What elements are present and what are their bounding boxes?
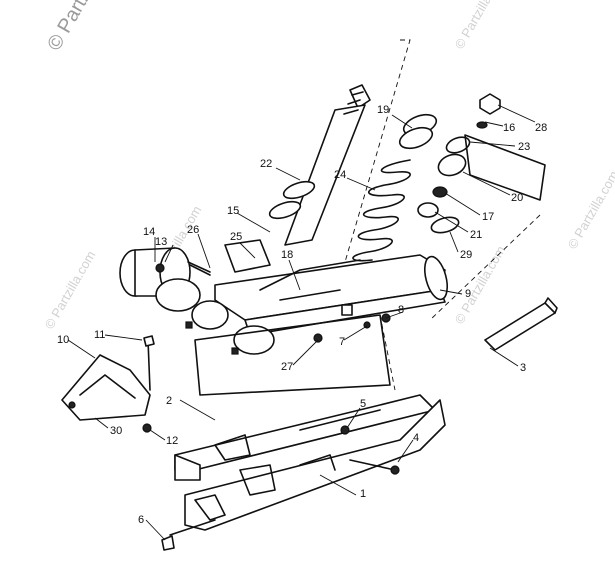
coil-spring	[352, 159, 411, 262]
callout-15: 15	[227, 205, 239, 217]
callout-12: 12	[166, 435, 178, 447]
callout-5: 5	[360, 398, 366, 410]
pivot-housing	[119, 247, 211, 312]
callout-14: 14	[143, 226, 155, 238]
hardware-stack	[417, 93, 546, 234]
callout-26: 26	[187, 224, 199, 236]
callout-20: 20	[511, 192, 523, 204]
backing-plate	[194, 314, 391, 396]
bracket	[61, 354, 151, 421]
watermark-corner: © Partzilla.com	[43, 0, 129, 55]
callout-13: 13	[155, 236, 167, 248]
callout-2: 2	[166, 395, 172, 407]
swing-arm	[214, 254, 449, 336]
callout-30: 30	[110, 425, 122, 437]
callout-28: 28	[535, 122, 547, 134]
callout-19: 19	[377, 104, 389, 116]
slide-rail-right	[184, 399, 446, 531]
callout-16: 16	[503, 122, 515, 134]
callout-25: 25	[230, 231, 242, 243]
callout-24: 24	[334, 169, 346, 181]
callout-18: 18	[281, 249, 293, 261]
leader-lines	[67, 104, 536, 541]
callout-23: 23	[518, 141, 530, 153]
callout-7: 7	[339, 336, 345, 348]
callout-1: 1	[360, 488, 366, 500]
callout-21: 21	[470, 229, 482, 241]
callout-labels: 1 2 3 4 5 6 7 8 9 10 11 12 13 14 15 16 1…	[57, 104, 547, 526]
bar-piece	[484, 297, 558, 351]
callout-11: 11	[94, 329, 105, 341]
spring-seat	[398, 113, 438, 150]
watermark-right: © Partzilla.com	[565, 168, 615, 251]
callout-10: 10	[57, 334, 69, 346]
callout-27: 27	[281, 361, 293, 373]
callout-22: 22	[260, 158, 272, 170]
shock-absorber	[268, 84, 371, 246]
mounting-plate	[224, 239, 271, 273]
callout-17: 17	[482, 211, 494, 223]
watermark-top-right: © Partzilla.com	[452, 0, 509, 52]
watermark-left-mid: © Partzilla.com	[42, 248, 99, 331]
callout-8: 8	[398, 304, 404, 316]
callout-4: 4	[413, 432, 419, 444]
clamps	[185, 300, 275, 355]
callout-29: 29	[460, 249, 472, 261]
callout-6: 6	[138, 514, 144, 526]
callout-9: 9	[465, 288, 471, 300]
callout-3: 3	[520, 362, 526, 374]
